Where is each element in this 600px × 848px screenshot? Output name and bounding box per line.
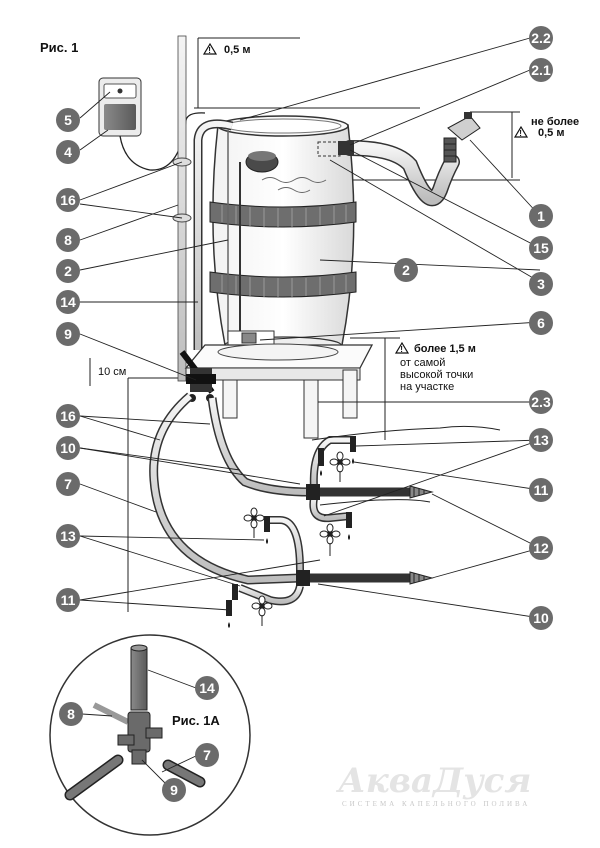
callout-7: 7 — [56, 472, 80, 496]
svg-text:не более: не более — [531, 116, 579, 128]
callout-2-2: 2.2 — [529, 26, 553, 50]
svg-text:более 1,5 м: более 1,5 м — [414, 343, 476, 355]
svg-text:9: 9 — [170, 782, 178, 798]
svg-text:16: 16 — [60, 408, 76, 424]
svg-text:2.2: 2.2 — [531, 30, 551, 46]
inlet-hose — [317, 112, 481, 206]
svg-text:15: 15 — [533, 240, 549, 256]
drip-lines — [149, 392, 410, 606]
svg-text:14: 14 — [60, 294, 76, 310]
svg-text:10: 10 — [60, 440, 76, 456]
timer-icon — [117, 88, 123, 94]
svg-text:7: 7 — [203, 747, 211, 763]
height-annotation-table: ! более 1,5 м от самой высокой точки на … — [394, 341, 476, 393]
svg-text:АкваДуся: АкваДуся — [335, 761, 531, 801]
fittings — [226, 436, 434, 628]
callout-9: 9 — [56, 322, 80, 346]
callout-5: 5 — [56, 108, 80, 132]
callout-11-right: 11 — [529, 478, 553, 502]
callout-11-left: 11 — [56, 588, 80, 612]
callout-1: 1 — [529, 204, 553, 228]
callout-8: 8 — [56, 228, 80, 252]
svg-text:от самой: от самой — [400, 357, 445, 369]
svg-text:13: 13 — [60, 528, 76, 544]
warning-icon — [513, 125, 529, 138]
warning-icon — [394, 341, 410, 354]
svg-text:6: 6 — [537, 315, 545, 331]
callout-12: 12 — [529, 536, 553, 560]
svg-text:2: 2 — [64, 263, 72, 279]
svg-text:11: 11 — [61, 592, 76, 608]
svg-text:7: 7 — [64, 476, 72, 492]
callout-2-1: 2.1 — [529, 58, 553, 82]
callouts: 2.2 2.1 5 4 16 8 2 14 9 16 10 7 13 11 1 … — [56, 26, 553, 630]
callout-2-right: 2 — [394, 258, 418, 282]
figure-title: Рис. 1 — [40, 40, 78, 55]
svg-text:высокой точки: высокой точки — [400, 369, 473, 381]
callout-3: 3 — [529, 272, 553, 296]
barrel — [209, 115, 357, 354]
callout-4: 4 — [56, 140, 80, 164]
svg-text:0,5 м: 0,5 м — [224, 44, 251, 56]
callout-6: 6 — [529, 311, 553, 335]
svg-text:!: ! — [400, 345, 403, 354]
svg-text:4: 4 — [64, 144, 72, 160]
callout-14: 14 — [56, 290, 80, 314]
inset-callout-9: 9 — [162, 778, 186, 802]
inset-callout-7: 7 — [195, 743, 219, 767]
inset-callout-14: 14 — [195, 676, 219, 700]
inset-callout-8: 8 — [59, 702, 83, 726]
svg-text:2.1: 2.1 — [531, 62, 551, 78]
callout-10-left: 10 — [56, 436, 80, 460]
timer-controller — [98, 77, 206, 171]
svg-text:14: 14 — [199, 680, 215, 696]
svg-text:12: 12 — [533, 540, 549, 556]
svg-text:!: ! — [208, 46, 211, 55]
support-pole — [172, 35, 192, 382]
callout-13-left: 13 — [56, 524, 80, 548]
height-annotation-top: ! 0,5 м — [202, 42, 251, 56]
callout-15: 15 — [529, 236, 553, 260]
leader-lines — [79, 37, 541, 619]
svg-text:2.3: 2.3 — [531, 394, 551, 410]
down-pipe — [193, 119, 234, 350]
svg-text:3: 3 — [537, 276, 545, 292]
callout-13-right: 13 — [529, 428, 553, 452]
callout-16-top: 16 — [56, 188, 80, 212]
svg-text:13: 13 — [533, 432, 549, 448]
tap-icon — [443, 112, 481, 163]
svg-text:10: 10 — [533, 610, 549, 626]
callout-16-bottom: 16 — [56, 404, 80, 428]
ten-cm-label: 10 см — [98, 366, 126, 378]
brand-logo: АкваДуся СИСТЕМА КАПЕЛЬНОГО ПОЛИВА — [335, 761, 531, 808]
warning-icon — [202, 42, 218, 55]
svg-text:0,5 м: 0,5 м — [538, 127, 565, 139]
svg-text:СИСТЕМА КАПЕЛЬНОГО ПОЛИВА: СИСТЕМА КАПЕЛЬНОГО ПОЛИВА — [342, 800, 530, 808]
flower-icon — [243, 451, 351, 626]
svg-text:5: 5 — [64, 112, 72, 128]
svg-text:8: 8 — [67, 706, 75, 722]
svg-text:!: ! — [519, 129, 522, 138]
table — [184, 343, 374, 439]
height-annotation-limit: не более ! 0,5 м — [513, 116, 579, 139]
inset-title: Рис. 1А — [172, 713, 220, 728]
svg-text:11: 11 — [534, 482, 549, 498]
callout-2-3: 2.3 — [529, 390, 553, 414]
callout-2-left: 2 — [56, 259, 80, 283]
svg-text:16: 16 — [60, 192, 76, 208]
svg-text:8: 8 — [64, 232, 72, 248]
svg-text:9: 9 — [64, 326, 72, 342]
svg-text:2: 2 — [402, 262, 410, 278]
svg-text:1: 1 — [537, 208, 545, 224]
inset-detail: Рис. 1А 14 8 7 9 — [49, 634, 251, 836]
svg-text:на участке: на участке — [400, 381, 454, 393]
callout-10-right: 10 — [529, 606, 553, 630]
